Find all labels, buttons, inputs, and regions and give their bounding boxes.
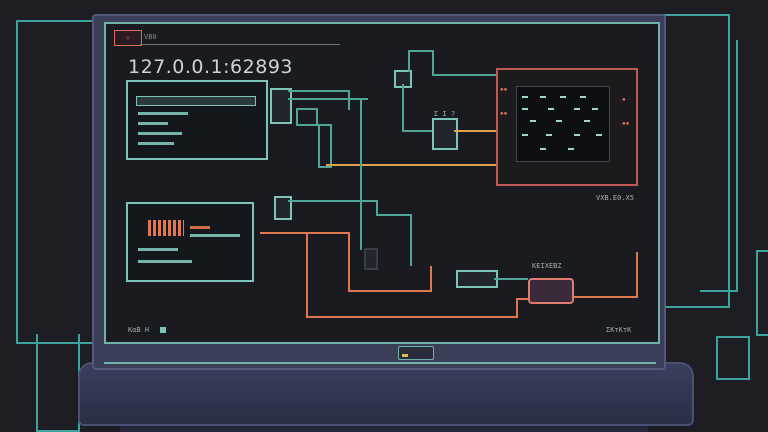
bezel-line [104, 362, 656, 364]
wire [430, 266, 432, 292]
side-marker: ▪▪ [500, 86, 508, 93]
panel-row [138, 132, 182, 135]
panel-row [138, 142, 174, 145]
upper-left-panel[interactable] [126, 80, 268, 160]
power-button[interactable] [398, 346, 434, 360]
grid-cell [522, 134, 528, 136]
bg-frame-right-low-2 [756, 250, 768, 336]
server-address: 127.0.0.1:62893 [128, 56, 293, 78]
lower-node-caption: KΕΙXΕΒΖ [532, 262, 562, 270]
grid-cell [592, 108, 598, 110]
panel-row [190, 234, 240, 237]
grid-cell [574, 134, 580, 136]
panel-row [138, 248, 178, 251]
grid-cell [568, 148, 574, 150]
wire [318, 124, 332, 168]
wire [348, 232, 350, 290]
wire [326, 164, 496, 166]
wire [376, 214, 412, 216]
wire [288, 98, 368, 100]
panel-row [138, 122, 168, 125]
wire [410, 214, 412, 266]
wire [260, 232, 350, 234]
panel-row [138, 112, 188, 115]
wire [408, 50, 410, 72]
wire [516, 298, 532, 300]
wire [296, 108, 318, 126]
grid-cell [560, 96, 566, 98]
grid-cell [522, 96, 528, 98]
grid-cell [596, 134, 602, 136]
stand [78, 362, 694, 426]
wire [494, 278, 528, 280]
wire [402, 84, 404, 130]
grid-cell [584, 120, 590, 122]
grid-cell [580, 96, 586, 98]
grid-cell [522, 108, 528, 110]
side-marker: ▪▪ [622, 120, 630, 127]
wire [408, 50, 434, 52]
tab-caption: VB0 [144, 33, 157, 41]
footer-right: ΣKτKτK [606, 326, 632, 334]
wire [306, 234, 308, 316]
wire [360, 100, 362, 250]
grid-cell [540, 148, 546, 150]
wire [516, 298, 518, 318]
wire [636, 252, 638, 298]
black-block [364, 248, 378, 270]
grid-cell [548, 108, 554, 110]
wire [402, 130, 432, 132]
bg-frame-right-2 [700, 40, 738, 292]
panel-row [190, 226, 210, 229]
panel-row [138, 260, 192, 263]
middle-node[interactable] [432, 118, 458, 150]
grid-cell [530, 120, 536, 122]
wire [288, 90, 348, 92]
grid-cell [556, 120, 562, 122]
right-panel-caption: VXB.E0.X5 [596, 194, 634, 202]
wire [348, 90, 350, 110]
lower-connector[interactable] [274, 196, 292, 220]
data-grid [516, 86, 610, 162]
bg-frame-right-low [716, 336, 750, 380]
wire [306, 316, 518, 318]
grid-cell [546, 134, 552, 136]
upper-node-label: Σ Ι ? [434, 110, 456, 118]
lower-left-panel[interactable] [126, 202, 254, 282]
power-led [402, 354, 408, 357]
footer-indicator [160, 327, 166, 333]
wire [348, 290, 432, 292]
status-bar-node[interactable] [456, 270, 498, 288]
wire [376, 200, 378, 214]
panel-header-bar [136, 96, 256, 106]
side-marker: ▪▪ [500, 110, 508, 117]
bg-frame-left-low [36, 334, 80, 432]
wire [432, 74, 496, 76]
wire [432, 50, 434, 76]
wire [572, 296, 638, 298]
footer-left: KαΒ Η [128, 326, 150, 334]
bg-frame-right [664, 14, 730, 308]
bg-frame-left [16, 20, 98, 344]
grid-cell [540, 96, 546, 98]
wire [454, 130, 496, 132]
header-line [140, 44, 340, 45]
tab-icon[interactable]: ☉ [114, 30, 142, 46]
side-marker: ▪ [622, 96, 626, 103]
wire [288, 200, 378, 202]
bar-group [148, 220, 184, 236]
grid-cell [574, 108, 580, 110]
output-node[interactable] [528, 278, 574, 304]
connector-stack[interactable] [270, 88, 292, 124]
